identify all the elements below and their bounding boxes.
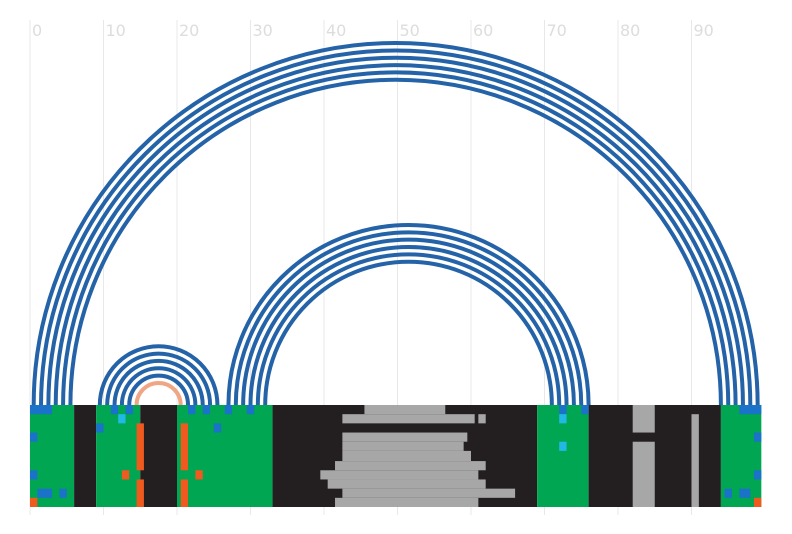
arc-2-0	[97, 344, 220, 406]
track-segment-9	[364, 405, 446, 415]
arc-0-4	[61, 70, 731, 406]
track-segment-25	[180, 423, 189, 471]
arc-0-2	[46, 56, 745, 406]
track-segment-39	[581, 405, 589, 415]
track-segment-1	[74, 405, 97, 507]
arc-1-5	[263, 259, 554, 406]
x-tick-label-80: 80	[620, 21, 640, 40]
sequence-track	[30, 405, 762, 507]
track-segment-41	[96, 423, 104, 433]
arc-0-3	[53, 63, 738, 406]
x-axis-tick-labels: 0 10 20 30 40 50 60 70 80 90	[32, 21, 714, 40]
track-segment-32	[110, 405, 119, 415]
arc-2-3	[119, 366, 198, 406]
x-tick-label-60: 60	[473, 21, 493, 40]
track-segment-35	[202, 405, 211, 415]
track-segment-37	[246, 405, 255, 415]
track-segment-13	[342, 441, 464, 451]
x-tick-label-90: 90	[694, 21, 714, 40]
arc-2-2	[112, 358, 205, 406]
track-segment-28	[195, 470, 203, 480]
arc-0-1	[39, 49, 753, 406]
track-segment-22	[691, 414, 699, 507]
track-segment-30	[753, 497, 762, 507]
x-tick-label-30: 30	[253, 21, 273, 40]
arc-2-4	[127, 373, 191, 406]
track-segment-20	[632, 405, 655, 433]
track-segment-42	[213, 423, 222, 433]
track-segment-14	[342, 450, 471, 462]
track-segment-53	[559, 441, 567, 451]
track-segment-29	[30, 497, 38, 507]
arc-0-5	[68, 77, 723, 406]
track-segment-50	[739, 488, 751, 498]
track-segment-4	[177, 405, 273, 507]
arcs	[31, 41, 760, 406]
x-tick-label-70: 70	[547, 21, 567, 40]
track-segment-10	[342, 414, 475, 424]
track-segment-51	[118, 414, 126, 424]
track-segment-36	[224, 405, 233, 415]
track-segment-23	[136, 423, 144, 471]
track-segment-11	[478, 414, 486, 424]
track-segment-49	[724, 488, 732, 498]
track-segment-40	[739, 405, 762, 415]
track-segment-15	[335, 461, 486, 471]
x-tick-label-10: 10	[106, 21, 126, 40]
arc-2-1	[105, 351, 213, 406]
track-segment-12	[342, 432, 468, 442]
arc-1-1	[233, 230, 584, 406]
arc-1-0	[226, 223, 591, 406]
track-segment-45	[30, 470, 38, 480]
track-segment-44	[753, 432, 762, 442]
arc-3-0	[134, 380, 183, 406]
track-segment-34	[188, 405, 196, 415]
track-segment-24	[136, 479, 144, 507]
track-segment-18	[342, 488, 516, 498]
track-segment-38	[559, 405, 567, 415]
arc-1-2	[241, 237, 576, 406]
track-segment-46	[753, 470, 762, 480]
track-segment-27	[121, 470, 130, 480]
track-segment-52	[559, 414, 567, 424]
track-segment-3	[140, 405, 177, 507]
x-tick-label-40: 40	[326, 21, 346, 40]
track-segment-47	[37, 488, 53, 498]
track-segment-48	[59, 488, 67, 498]
track-segment-19	[335, 497, 479, 507]
track-segment-31	[30, 405, 53, 415]
track-segment-43	[30, 432, 38, 442]
track-segment-26	[180, 479, 189, 507]
x-tick-label-0: 0	[32, 21, 42, 40]
arc-0-0	[31, 41, 760, 406]
track-segment-16	[320, 470, 479, 480]
track-segment-21	[632, 441, 655, 507]
x-tick-label-20: 20	[179, 21, 199, 40]
track-segment-33	[125, 405, 133, 415]
arc-1-4	[255, 252, 562, 406]
arc-1-3	[248, 244, 569, 406]
track-segment-17	[327, 479, 486, 489]
x-tick-label-50: 50	[400, 21, 420, 40]
